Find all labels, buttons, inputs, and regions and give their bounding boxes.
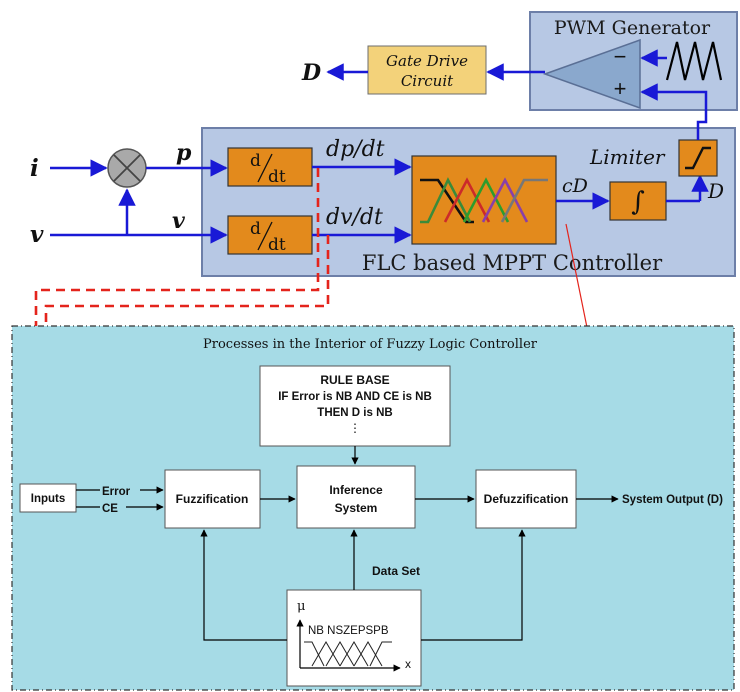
ddt-block-p (227, 147, 313, 187)
cD-label: cD (562, 175, 588, 197)
gate-drive-circuit-block (367, 45, 487, 95)
signal-v-label: v (172, 208, 185, 234)
defuzzification-label: Defuzzification (484, 492, 569, 506)
flc-fuzzy-block (411, 155, 557, 245)
membership-functions-icon (420, 177, 548, 224)
dvdt-label: dv/dt (326, 205, 383, 230)
signal-p-label: p (176, 140, 192, 166)
gate-drive-label-line2: Circuit (401, 72, 454, 90)
ddt-block-v (227, 215, 313, 255)
red-dashed-link-inner (36, 235, 330, 464)
pwm-generator-title: PWM Generator (554, 17, 711, 39)
dpdt-label: dp/dt (326, 137, 385, 162)
fuzzification-label: Fuzzification (176, 492, 249, 506)
inputs-label: Inputs (31, 493, 66, 505)
inference-system-box (296, 465, 416, 529)
inference-label-line1: Inference (329, 483, 383, 497)
rule-base-box (259, 365, 451, 447)
inference-label-line2: System (335, 501, 378, 515)
ddt-v-numerator: d (250, 219, 261, 239)
data-set-label: Data Set (372, 564, 420, 578)
output-D-label: D (301, 60, 321, 86)
data-set-to-defuzz-arrow (421, 529, 526, 641)
limiter-D-label: D (707, 179, 724, 203)
rule-base-ellipsis: ⋮ (349, 421, 361, 435)
fuzzy-interior-title: Processes in the Interior of Fuzzy Logic… (203, 337, 538, 352)
gate-drive-label-line1: Gate Drive (386, 52, 468, 70)
mu-axis-label: μ (297, 599, 305, 614)
limiter-label: Limiter (589, 145, 666, 169)
comparator-plus: + (614, 76, 627, 101)
inputs-box (19, 483, 77, 513)
red-dashed-link-outer (26, 168, 320, 464)
ddt-v-denominator: dt (268, 235, 286, 255)
ddt-v-slash (257, 221, 273, 251)
fuzzification-box (164, 469, 261, 529)
mini-membership-icon (304, 641, 392, 667)
integrator-block (609, 181, 667, 221)
sawtooth-wave-icon (665, 41, 723, 81)
data-set-to-fuzz-arrow (200, 529, 287, 641)
system-output-label: System Output (D) (622, 494, 723, 506)
input-i-label: i (30, 155, 39, 182)
rule-base-line2: THEN D is NB (317, 407, 392, 419)
ddt-p-numerator: d (250, 151, 261, 171)
rule-base-title: RULE BASE (320, 373, 389, 387)
comparator-minus: − (614, 44, 627, 69)
limiter-to-comparator-arrow (640, 83, 708, 140)
defuzzification-box (475, 469, 577, 529)
ddt-p-denominator: dt (268, 167, 286, 187)
comparator-triangle-icon (542, 38, 641, 110)
membership-labels: NB NSZEPSPB (308, 625, 389, 637)
ce-label: CE (102, 503, 118, 515)
integrator-icon: ∫ (631, 187, 645, 217)
limiter-icon (685, 146, 711, 170)
ddt-p-slash (257, 153, 273, 183)
x-axis-label: x (405, 657, 411, 671)
data-set-box (286, 589, 422, 687)
error-label: Error (102, 486, 131, 498)
multiplier-circle-icon (107, 148, 147, 188)
flc-controller-label: FLC based MPPT Controller (362, 251, 663, 275)
rule-base-line1: IF Error is NB AND CE is NB (278, 391, 432, 403)
input-v-label: v (30, 221, 44, 248)
